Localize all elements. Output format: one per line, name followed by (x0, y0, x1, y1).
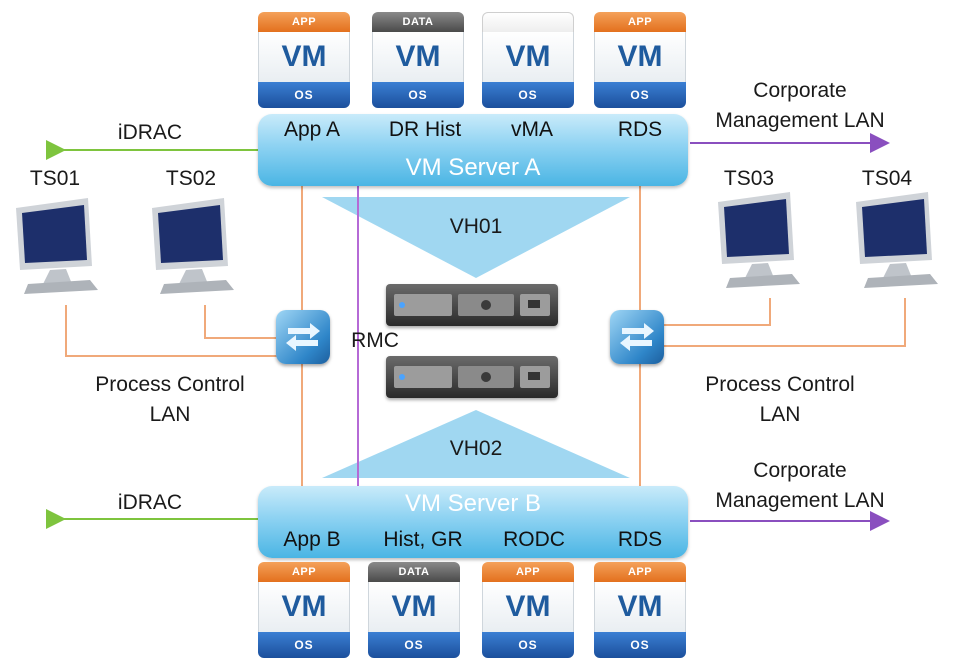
vm-icon-rds-b: APP VM OS (594, 562, 686, 658)
ts02-link (204, 305, 279, 339)
vm-label-rds-a: RDS (617, 118, 663, 141)
ts01-workstation (10, 196, 108, 296)
ts02-workstation (146, 196, 244, 296)
idrac-bottom-label: iDRAC (117, 491, 183, 514)
vm-footer: OS (368, 632, 460, 658)
vm-body: VM (372, 32, 464, 82)
vm-header (482, 12, 574, 32)
vm-server-a: App A DR Hist vMA RDS VM Server A (258, 114, 688, 186)
corp-top-label-line2: Management LAN (715, 109, 885, 132)
vm-header: APP (258, 562, 350, 582)
vm-footer: OS (482, 82, 574, 108)
ts03-label: TS03 (723, 167, 775, 190)
rack-server-icon (394, 294, 550, 316)
ts03-workstation (712, 190, 810, 290)
vm-icon-app-a: APP VM OS (258, 12, 350, 108)
vm-label-dr-hist: DR Hist (388, 118, 462, 141)
corp-bottom-label-line2: Management LAN (715, 489, 885, 512)
switch-right (610, 310, 664, 364)
vm-body: VM (258, 32, 350, 82)
vh01-triangle (322, 197, 630, 278)
vm-icon-rodc: APP VM OS (482, 562, 574, 658)
ts03-link (664, 298, 771, 326)
ts04-label: TS04 (861, 167, 913, 190)
vh01-label: VH01 (449, 215, 503, 238)
vm-icon-hist-gr: DATA VM OS (368, 562, 460, 658)
vm-body: VM (258, 582, 350, 632)
vm-footer: OS (258, 632, 350, 658)
ts01-label: TS01 (29, 167, 81, 190)
ts04-link (664, 298, 906, 347)
vm-header: APP (594, 12, 686, 32)
vm-header: DATA (372, 12, 464, 32)
corp-top-label-line1: Corporate (753, 79, 847, 102)
vm-label-hist-gr: Hist, GR (383, 528, 463, 551)
server-b-title: VM Server B (404, 490, 542, 517)
monitor-icon (16, 198, 98, 294)
idrac-top-label: iDRAC (117, 121, 183, 144)
vm-server-b: VM Server B App B Hist, GR RODC RDS (258, 486, 688, 558)
rmc-label: RMC (351, 329, 399, 352)
switch-icon (620, 323, 654, 351)
vm-label-vma: vMA (511, 118, 553, 141)
vm-header: DATA (368, 562, 460, 582)
vm-footer: OS (372, 82, 464, 108)
vm-body: VM (482, 582, 574, 632)
vm-footer: OS (258, 82, 350, 108)
corp-bottom-label-line1: Corporate (753, 459, 847, 482)
vm-icon-vma: VM OS (482, 12, 574, 108)
vm-body: VM (594, 582, 686, 632)
vm-header: APP (482, 562, 574, 582)
pcl-right-line1: Process Control (705, 373, 855, 396)
switch-left (276, 310, 330, 364)
ts04-workstation (850, 190, 948, 290)
vm-label-app-b: App B (283, 528, 341, 551)
vm-icon-app-b: APP VM OS (258, 562, 350, 658)
vm-label-rodc: RODC (503, 528, 565, 551)
monitor-icon (152, 198, 234, 294)
server-a-title: VM Server A (405, 154, 541, 181)
switch-icon (286, 323, 320, 351)
vm-body: VM (368, 582, 460, 632)
vm-label-rds-b: RDS (617, 528, 663, 551)
ts01-link (65, 305, 279, 357)
rack-server-icon (394, 366, 550, 388)
vm-footer: OS (594, 632, 686, 658)
vm-footer: OS (594, 82, 686, 108)
vm-icon-dr-hist: DATA VM OS (372, 12, 464, 108)
vm-icon-rds-a: APP VM OS (594, 12, 686, 108)
pcl-left-line1: Process Control (95, 373, 245, 396)
vm-body: VM (594, 32, 686, 82)
monitor-icon (856, 192, 938, 288)
vm-body: VM (482, 32, 574, 82)
vh02-triangle (322, 410, 630, 478)
ts02-label: TS02 (165, 167, 217, 190)
rack-server-vh02 (386, 356, 558, 398)
pcl-left-line2: LAN (149, 403, 191, 426)
vm-label-app-a: App A (283, 118, 341, 141)
vm-footer: OS (482, 632, 574, 658)
monitor-icon (718, 192, 800, 288)
rack-server-vh01 (386, 284, 558, 326)
pcl-right-line2: LAN (759, 403, 801, 426)
vm-header: APP (258, 12, 350, 32)
vm-header: APP (594, 562, 686, 582)
vh02-label: VH02 (449, 437, 503, 460)
